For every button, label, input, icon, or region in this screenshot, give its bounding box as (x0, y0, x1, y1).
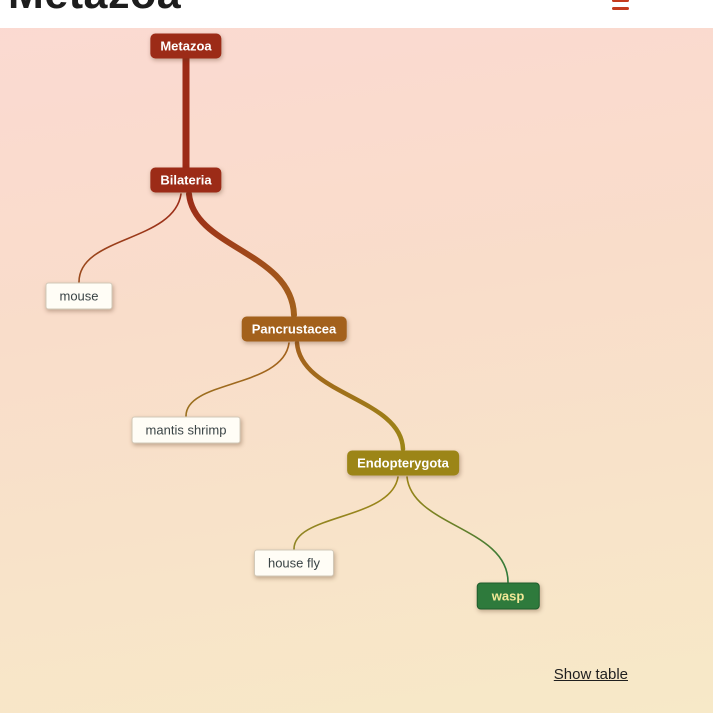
edge-bilateria-pancrustacea (186, 191, 297, 318)
edge-endopterygota-house-fly (293, 476, 399, 550)
node-mantis-shrimp[interactable]: mantis shrimp (131, 416, 241, 444)
node-endopterygota[interactable]: Endopterygota (347, 450, 459, 476)
page-title: Metazoa (8, 0, 181, 19)
hamburger-menu-icon[interactable] (612, 0, 629, 14)
node-house-fly[interactable]: house fly (253, 549, 335, 577)
edge-pancrustacea-endopterygota (294, 340, 406, 452)
menu-bar (612, 0, 629, 2)
edge-endopterygota-wasp (406, 476, 509, 583)
show-table-link[interactable]: Show table (553, 666, 628, 683)
menu-bar (612, 7, 629, 10)
edge-pancrustacea-mantis-shrimp (185, 342, 290, 417)
node-mouse[interactable]: mouse (45, 282, 113, 310)
node-wasp[interactable]: wasp (476, 582, 540, 610)
node-pancrustacea[interactable]: Pancrustacea (241, 316, 347, 342)
node-bilateria[interactable]: Bilateria (150, 167, 222, 193)
edge-bilateria-mouse (78, 193, 182, 283)
node-metazoa[interactable]: Metazoa (150, 33, 222, 59)
header-bar: Metazoa (0, 0, 713, 28)
